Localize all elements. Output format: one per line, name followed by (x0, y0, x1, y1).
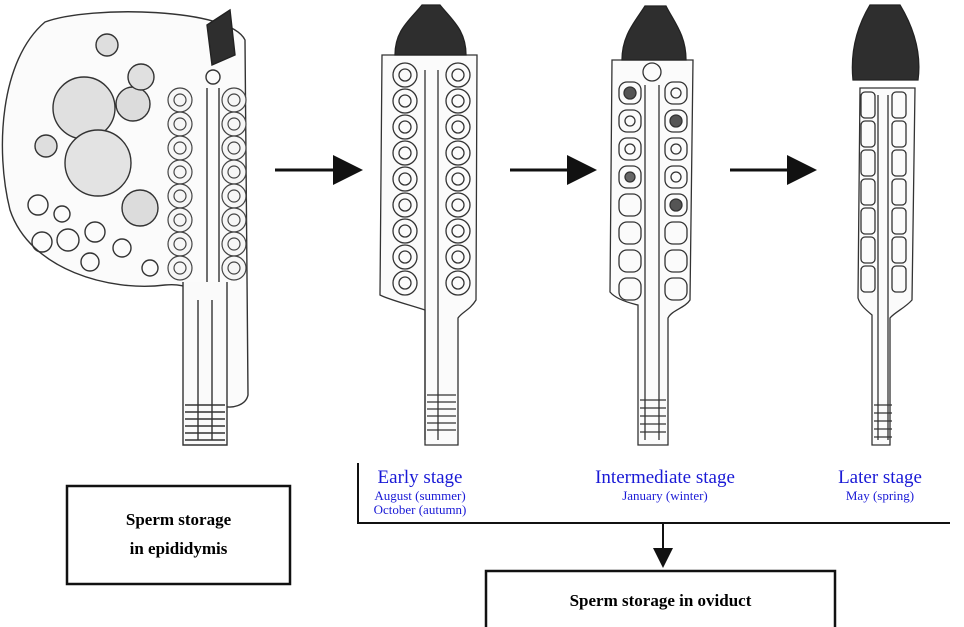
epididymis-drawing (2, 10, 248, 445)
stage-later-period: May (spring) (820, 489, 940, 503)
oviduct-box-label: Sperm storage in oviduct (486, 586, 835, 615)
oviduct-early-drawing (380, 5, 477, 445)
stage-intermediate: Intermediate stage January (winter) (575, 467, 755, 503)
stage-early: Early stage August (summer) October (aut… (355, 467, 485, 517)
stage-early-period-1: August (summer) (355, 489, 485, 503)
stage-early-title: Early stage (355, 467, 485, 489)
stage-later-title: Later stage (820, 467, 940, 489)
epididymis-box-label: Sperm storage in epididymis (67, 505, 290, 563)
stage-later: Later stage May (spring) (820, 467, 940, 503)
stage-early-period-2: October (autumn) (355, 503, 485, 517)
stage-intermediate-period: January (winter) (575, 489, 755, 503)
stage-intermediate-title: Intermediate stage (575, 467, 755, 489)
oviduct-later-drawing (852, 5, 919, 445)
oviduct-intermediate-drawing (610, 6, 693, 445)
